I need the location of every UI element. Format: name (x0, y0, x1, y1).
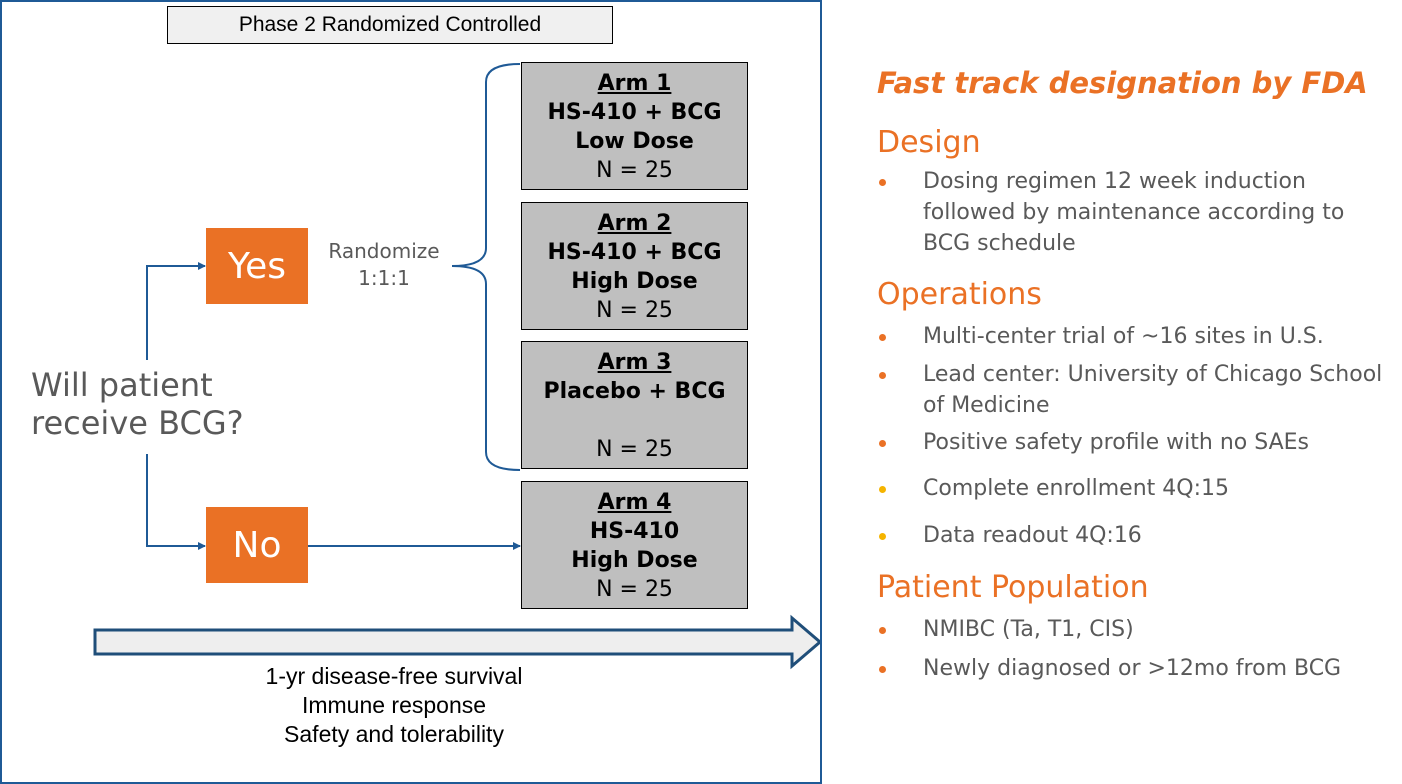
bullet-dot (879, 334, 886, 341)
arm-dose: Low Dose (575, 129, 694, 154)
bullet-text: Dosing regimen 12 week induction followe… (923, 169, 1345, 256)
arm-title: Arm 4 (597, 490, 672, 515)
randomize-line-1: Randomize (328, 239, 440, 263)
trial-diagram-panel: Phase 2 Randomized Controlled Yes No Wil… (0, 0, 822, 784)
outcome-dfs: 1-yr disease-free survival (265, 663, 523, 689)
arm-4-box: Arm 4 HS-410 High Dose N = 25 (521, 481, 748, 609)
yes-box: Yes (206, 228, 308, 304)
connector-lines (93, 63, 820, 670)
arm-sample-size: N = 25 (596, 577, 673, 602)
trial-details: Fast track designation by FDA Design Dos… (877, 62, 1397, 684)
arm-title: Arm 2 (597, 211, 672, 236)
bullet-text: Positive safety profile with no SAEs (923, 430, 1309, 455)
outcome-immune: Immune response (301, 692, 487, 718)
bullet-text: Multi-center trial of ~16 sites in U.S. (923, 324, 1324, 349)
outcome-safety: Safety and tolerability (284, 721, 504, 747)
bullet-item: Positive safety profile with no SAEs (877, 427, 1397, 458)
phase-title: Phase 2 Randomized Controlled (167, 6, 613, 44)
arm-sample-size: N = 25 (596, 437, 673, 462)
bullet-dot (879, 372, 886, 379)
arm-treatment: HS-410 (589, 519, 680, 544)
bullet-dot (879, 440, 886, 447)
bullet-dot (879, 533, 886, 540)
arm-dose: High Dose (571, 548, 698, 573)
bullet-dot (879, 486, 886, 493)
randomize-brace (451, 63, 521, 471)
bullet-item: Multi-center trial of ~16 sites in U.S. (877, 321, 1397, 352)
fast-track-heading: Fast track designation by FDA (877, 66, 1368, 100)
arm-treatment: Placebo + BCG (543, 379, 726, 404)
bullet-text: Data readout 4Q:16 (923, 523, 1142, 548)
patient-population-bullets: NMIBC (Ta, T1, CIS) Newly diagnosed or >… (877, 614, 1397, 684)
bullet-item: Lead center: University of Chicago Schoo… (877, 359, 1397, 421)
arm-blank-line (522, 406, 747, 435)
randomize-ratio: 1:1:1 (358, 266, 410, 290)
bullet-item: Data readout 4Q:16 (877, 520, 1397, 551)
arm-treatment: HS-410 + BCG (547, 240, 722, 265)
design-bullets: Dosing regimen 12 week induction followe… (877, 166, 1397, 259)
arm-title: Arm 1 (597, 71, 672, 96)
bullet-item: Dosing regimen 12 week induction followe… (877, 166, 1397, 259)
bullet-text: Lead center: University of Chicago Schoo… (923, 362, 1383, 418)
yes-branch-arrow (146, 262, 206, 360)
operations-heading: Operations (877, 277, 1042, 312)
arm-sample-size: N = 25 (596, 298, 673, 323)
no-branch-arrow (146, 454, 206, 550)
arm-dose: High Dose (571, 269, 698, 294)
bullet-item: Newly diagnosed or >12mo from BCG (877, 653, 1397, 684)
arm-3-box: Arm 3 Placebo + BCG N = 25 (521, 341, 748, 469)
bcg-question: Will patient receive BCG? (31, 366, 244, 442)
question-line-2: receive BCG? (31, 404, 244, 442)
arm-treatment: HS-410 + BCG (547, 100, 722, 125)
bullet-dot (879, 666, 886, 673)
bullet-item: NMIBC (Ta, T1, CIS) (877, 614, 1397, 645)
timeline-arrow (93, 614, 820, 670)
question-line-1: Will patient (31, 366, 213, 404)
bullet-dot (879, 627, 886, 634)
bullet-text: NMIBC (Ta, T1, CIS) (923, 617, 1134, 642)
arm-title: Arm 3 (597, 350, 672, 375)
bullet-text: Newly diagnosed or >12mo from BCG (923, 656, 1342, 681)
no-box: No (206, 507, 308, 583)
bullet-text: Complete enrollment 4Q:15 (923, 476, 1229, 501)
arm-sample-size: N = 25 (596, 158, 673, 183)
patient-population-heading: Patient Population (877, 570, 1149, 605)
bullet-item: Complete enrollment 4Q:15 (877, 473, 1397, 504)
arm-2-box: Arm 2 HS-410 + BCG High Dose N = 25 (521, 202, 748, 330)
arm-1-box: Arm 1 HS-410 + BCG Low Dose N = 25 (521, 62, 748, 190)
bullet-dot (879, 179, 886, 186)
outcome-list: 1-yr disease-free survival Immune respon… (202, 662, 586, 749)
design-heading: Design (877, 125, 981, 160)
operations-bullets: Multi-center trial of ~16 sites in U.S. … (877, 321, 1397, 551)
randomize-label: Randomize 1:1:1 (314, 238, 454, 292)
